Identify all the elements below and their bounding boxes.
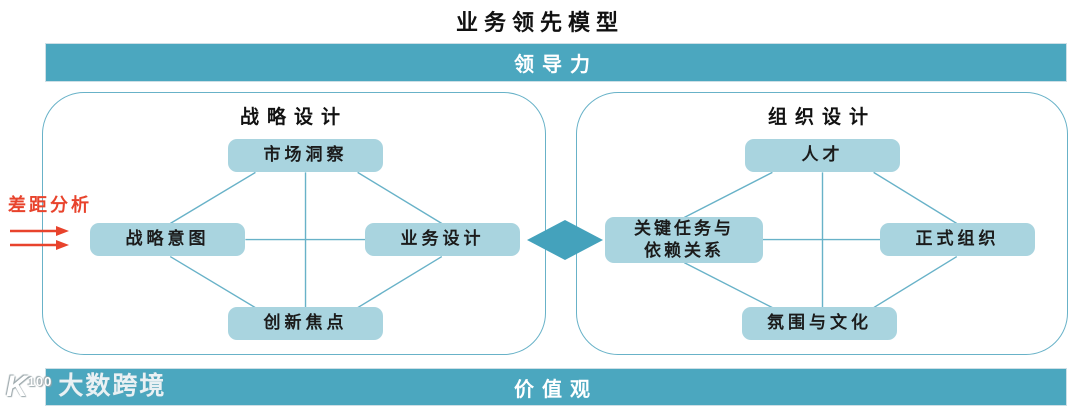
values-bar: 价值观 [45,368,1067,406]
strategy-panel-title: 战略设计 [239,107,348,128]
node-innovation-focus: 创新焦点 [228,307,383,340]
gap-analysis-label: 差距分析 [8,195,92,215]
strategy-design-panel: 战略设计 市场洞察 战略意图 业务设计 创新焦点 [42,92,546,355]
organization-design-panel: 组织设计 人才 关键任务与 依赖关系 正式组织 氛围与文化 [576,92,1068,355]
node-talent: 人才 [745,139,900,172]
node-key-tasks-dependencies: 关键任务与 依赖关系 [605,217,763,263]
brand-name: 大数跨境 [58,372,167,400]
node-climate-culture: 氛围与文化 [742,307,897,340]
double-right-arrows-icon [10,226,69,250]
organization-connector-lines [683,171,958,309]
page-title: 业务领先模型 [455,10,624,35]
node-business-design: 业务设计 [365,223,520,256]
brand-logo: K100 大数跨境 [6,362,166,406]
organization-panel-title: 组织设计 [767,107,876,128]
leadership-bar-label: 领导力 [514,54,598,76]
node-market-insight: 市场洞察 [228,139,383,172]
leadership-bar: 领导力 [45,43,1067,82]
node-strategic-intent: 战略意图 [90,223,245,256]
node-formal-organization: 正式组织 [880,223,1035,256]
brand-logo-icon: K100 [6,369,53,403]
strategy-connector-lines [169,171,443,309]
values-bar-label: 价值观 [514,378,598,401]
